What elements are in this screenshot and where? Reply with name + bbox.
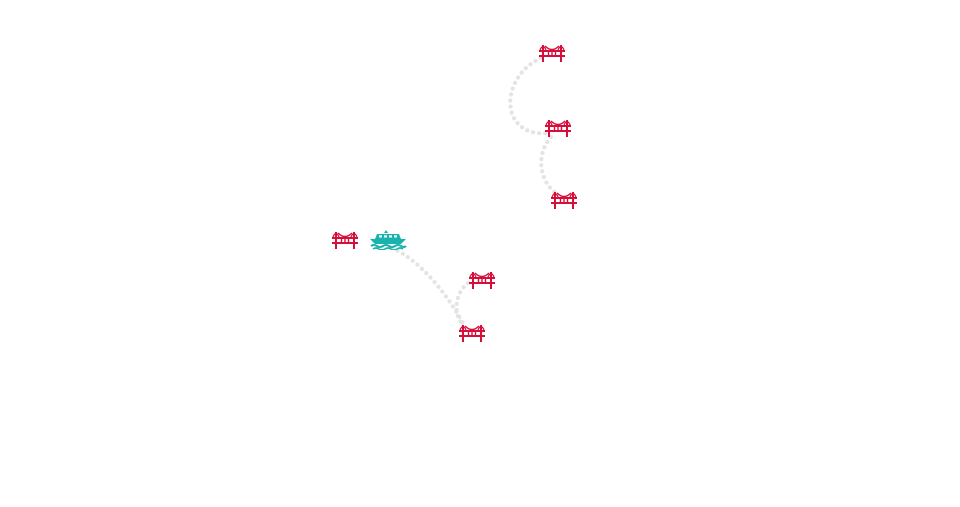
route-path [508,55,551,136]
boat-icon[interactable] [369,229,407,250]
bridge-icon[interactable] [332,231,358,250]
route-path [389,245,467,328]
route-path [539,134,559,196]
bridge-icon[interactable] [459,324,485,343]
bridge-icon[interactable] [545,119,571,138]
bridge-icon[interactable] [469,271,495,290]
route-path [454,280,471,328]
route-layer [389,55,559,328]
bridge-icon[interactable] [539,44,565,63]
bridge-icon[interactable] [551,191,577,210]
marker-layer [332,44,577,343]
